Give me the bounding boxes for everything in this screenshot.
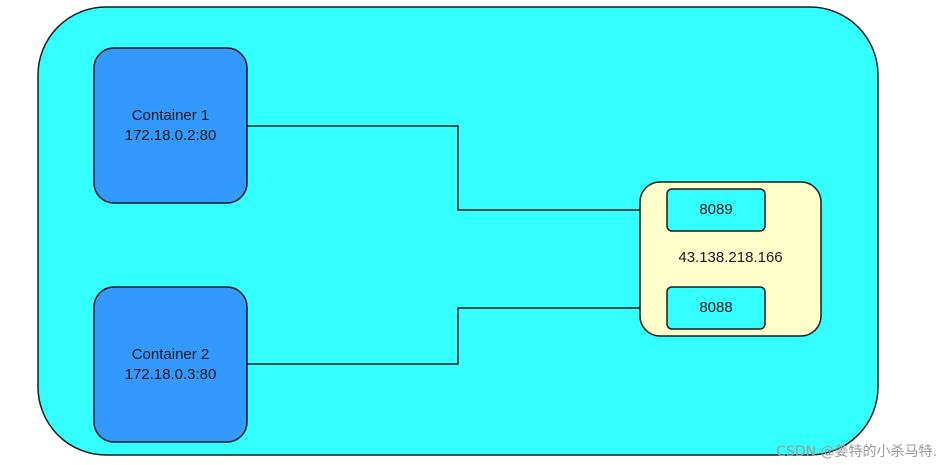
container-2-box — [93, 286, 248, 443]
port-8088-box — [666, 286, 766, 330]
container-1-box — [93, 47, 248, 204]
connector-container-2-to-port-8088 — [247, 307, 640, 365]
port-8089-box — [666, 188, 766, 232]
connector-container-1-to-port-8089 — [247, 125, 640, 211]
watermark: CSDN @姜特的小杀马特. — [776, 444, 937, 460]
network-boundary — [37, 6, 879, 456]
